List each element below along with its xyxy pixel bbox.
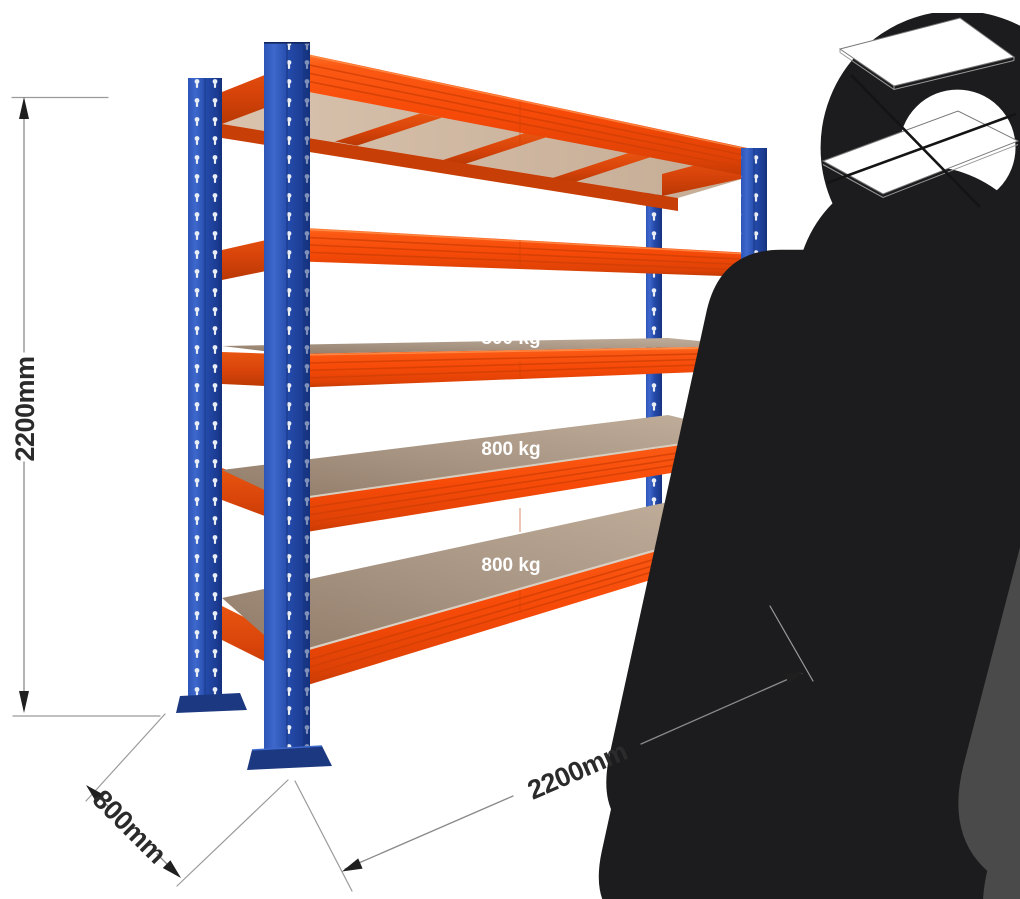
arrowhead-down xyxy=(19,691,29,713)
capacity-badges: 800 kg 800 kg 800 kg 800 kg 800 kg xyxy=(478,50,1020,899)
depth-label: 800mm xyxy=(87,784,172,869)
foot-highlight xyxy=(251,745,323,751)
extension-line xyxy=(85,713,166,802)
capacity-label: 800 kg xyxy=(481,439,540,460)
plate-thickness xyxy=(822,144,1019,199)
weight-icon: 800 kg xyxy=(481,537,1020,899)
depth-dimension: 800mm xyxy=(85,713,289,887)
distributed-load-ok-icon xyxy=(838,17,1020,881)
dimension-line xyxy=(640,672,803,745)
board-edge-highlight xyxy=(287,433,753,501)
shelf-cross-beam xyxy=(335,113,442,146)
beam-highlight xyxy=(287,50,753,151)
post-edge-shade xyxy=(303,42,310,756)
shelf-board xyxy=(222,415,752,501)
extension-line xyxy=(769,605,814,682)
rack-post-back-left xyxy=(176,78,247,713)
capacity-label: 800 kg xyxy=(478,69,543,92)
post-foot-plate xyxy=(247,746,332,770)
arrowhead-up xyxy=(19,97,29,119)
weight-icon: 800 kg xyxy=(481,310,1020,899)
cross-stroke xyxy=(826,112,1017,185)
arrowhead-lower xyxy=(162,860,181,878)
post-foot-plate xyxy=(176,693,247,713)
arrowhead-right xyxy=(784,671,805,684)
extension-line xyxy=(294,780,353,892)
capacity-label: 800 kg xyxy=(481,328,540,349)
height-dimension: 2200mm xyxy=(10,96,161,717)
shelf-board xyxy=(222,338,752,354)
shelving-rack xyxy=(176,41,777,770)
capacity-label: 800 kg xyxy=(481,555,540,576)
arrowhead-left xyxy=(342,858,363,872)
height-label: 2200mm xyxy=(10,356,40,461)
shelf-level-1 xyxy=(222,50,753,211)
shelf-board xyxy=(222,502,752,656)
weight-icon: 800 kg xyxy=(481,421,1020,899)
shelf-cross-beam xyxy=(545,152,652,185)
rack-post-front-left xyxy=(247,41,332,770)
point-load-crossed-icon xyxy=(821,74,1020,208)
beam-highlight xyxy=(287,346,753,356)
dimension-line xyxy=(344,795,514,870)
weight-icon: 800 kg xyxy=(481,202,1020,899)
beam-groove xyxy=(287,441,753,512)
shelf-back-beam xyxy=(222,124,678,211)
extension-line xyxy=(176,779,289,887)
shelf-front-beam xyxy=(288,435,752,535)
shelf-underside xyxy=(222,88,752,198)
arrowhead-upper xyxy=(86,785,105,803)
weight-icon: 800 kg xyxy=(478,50,1020,844)
cross-stroke xyxy=(850,74,981,208)
capacity-label: 800 kg xyxy=(481,220,540,241)
beam-groove xyxy=(287,351,753,365)
